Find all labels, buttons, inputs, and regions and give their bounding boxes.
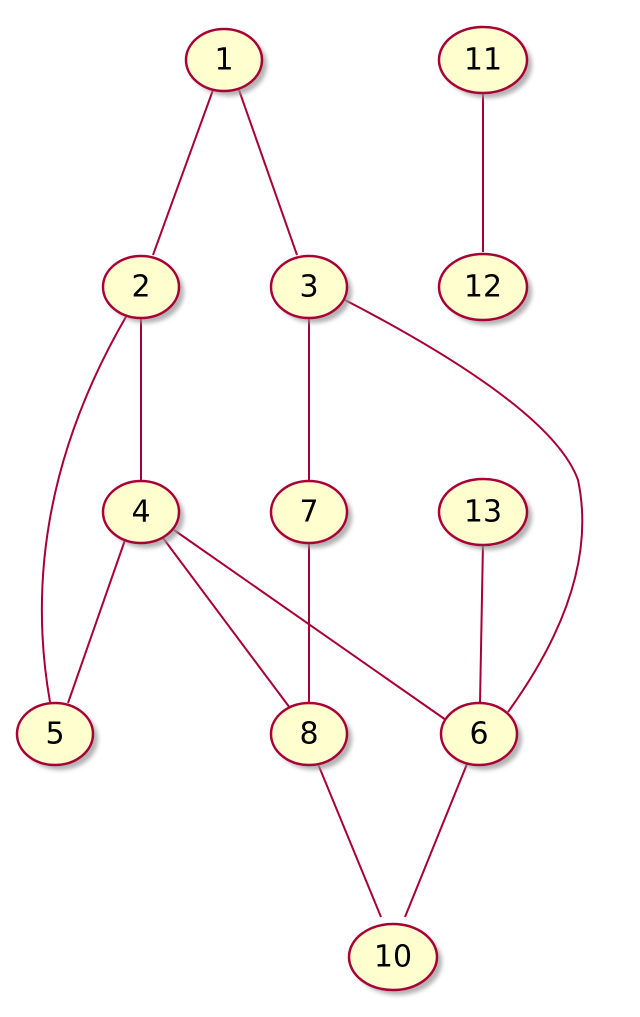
node-label: 12 [464,270,502,305]
node-7: 7 [269,479,352,548]
edge-1-2 [152,89,214,256]
edge-4-8 [162,537,291,709]
node-3: 3 [269,254,352,323]
edge-13-6 [479,542,484,704]
node-label: 10 [374,940,412,975]
node-11: 11 [437,25,532,98]
node-1: 1 [184,27,267,96]
edge-4-5 [67,539,126,704]
edge-6-10 [404,763,468,918]
node-13: 13 [437,477,532,550]
node-label: 6 [469,717,488,752]
node-label: 8 [299,717,318,752]
node-6: 6 [439,701,522,770]
node-label: 7 [299,495,318,530]
node-10: 10 [347,922,442,995]
node-12: 12 [437,252,532,325]
node-8: 8 [269,701,352,770]
node-label: 11 [464,43,502,78]
edge-2-5 [40,314,128,703]
edge-8-10 [317,763,382,918]
node-label: 3 [299,270,318,305]
node-2: 2 [101,254,184,323]
node-label: 1 [214,43,233,78]
edge-3-6 [344,299,584,713]
node-4: 4 [101,479,184,548]
edges-layer [40,89,584,918]
edge-1-3 [238,89,298,256]
node-label: 13 [464,495,502,530]
node-label: 5 [45,717,64,752]
nodes-layer: 1 2 3 4 5 6 7 [15,25,532,995]
node-5: 5 [15,701,98,770]
node-label: 4 [131,495,150,530]
node-label: 2 [131,270,150,305]
